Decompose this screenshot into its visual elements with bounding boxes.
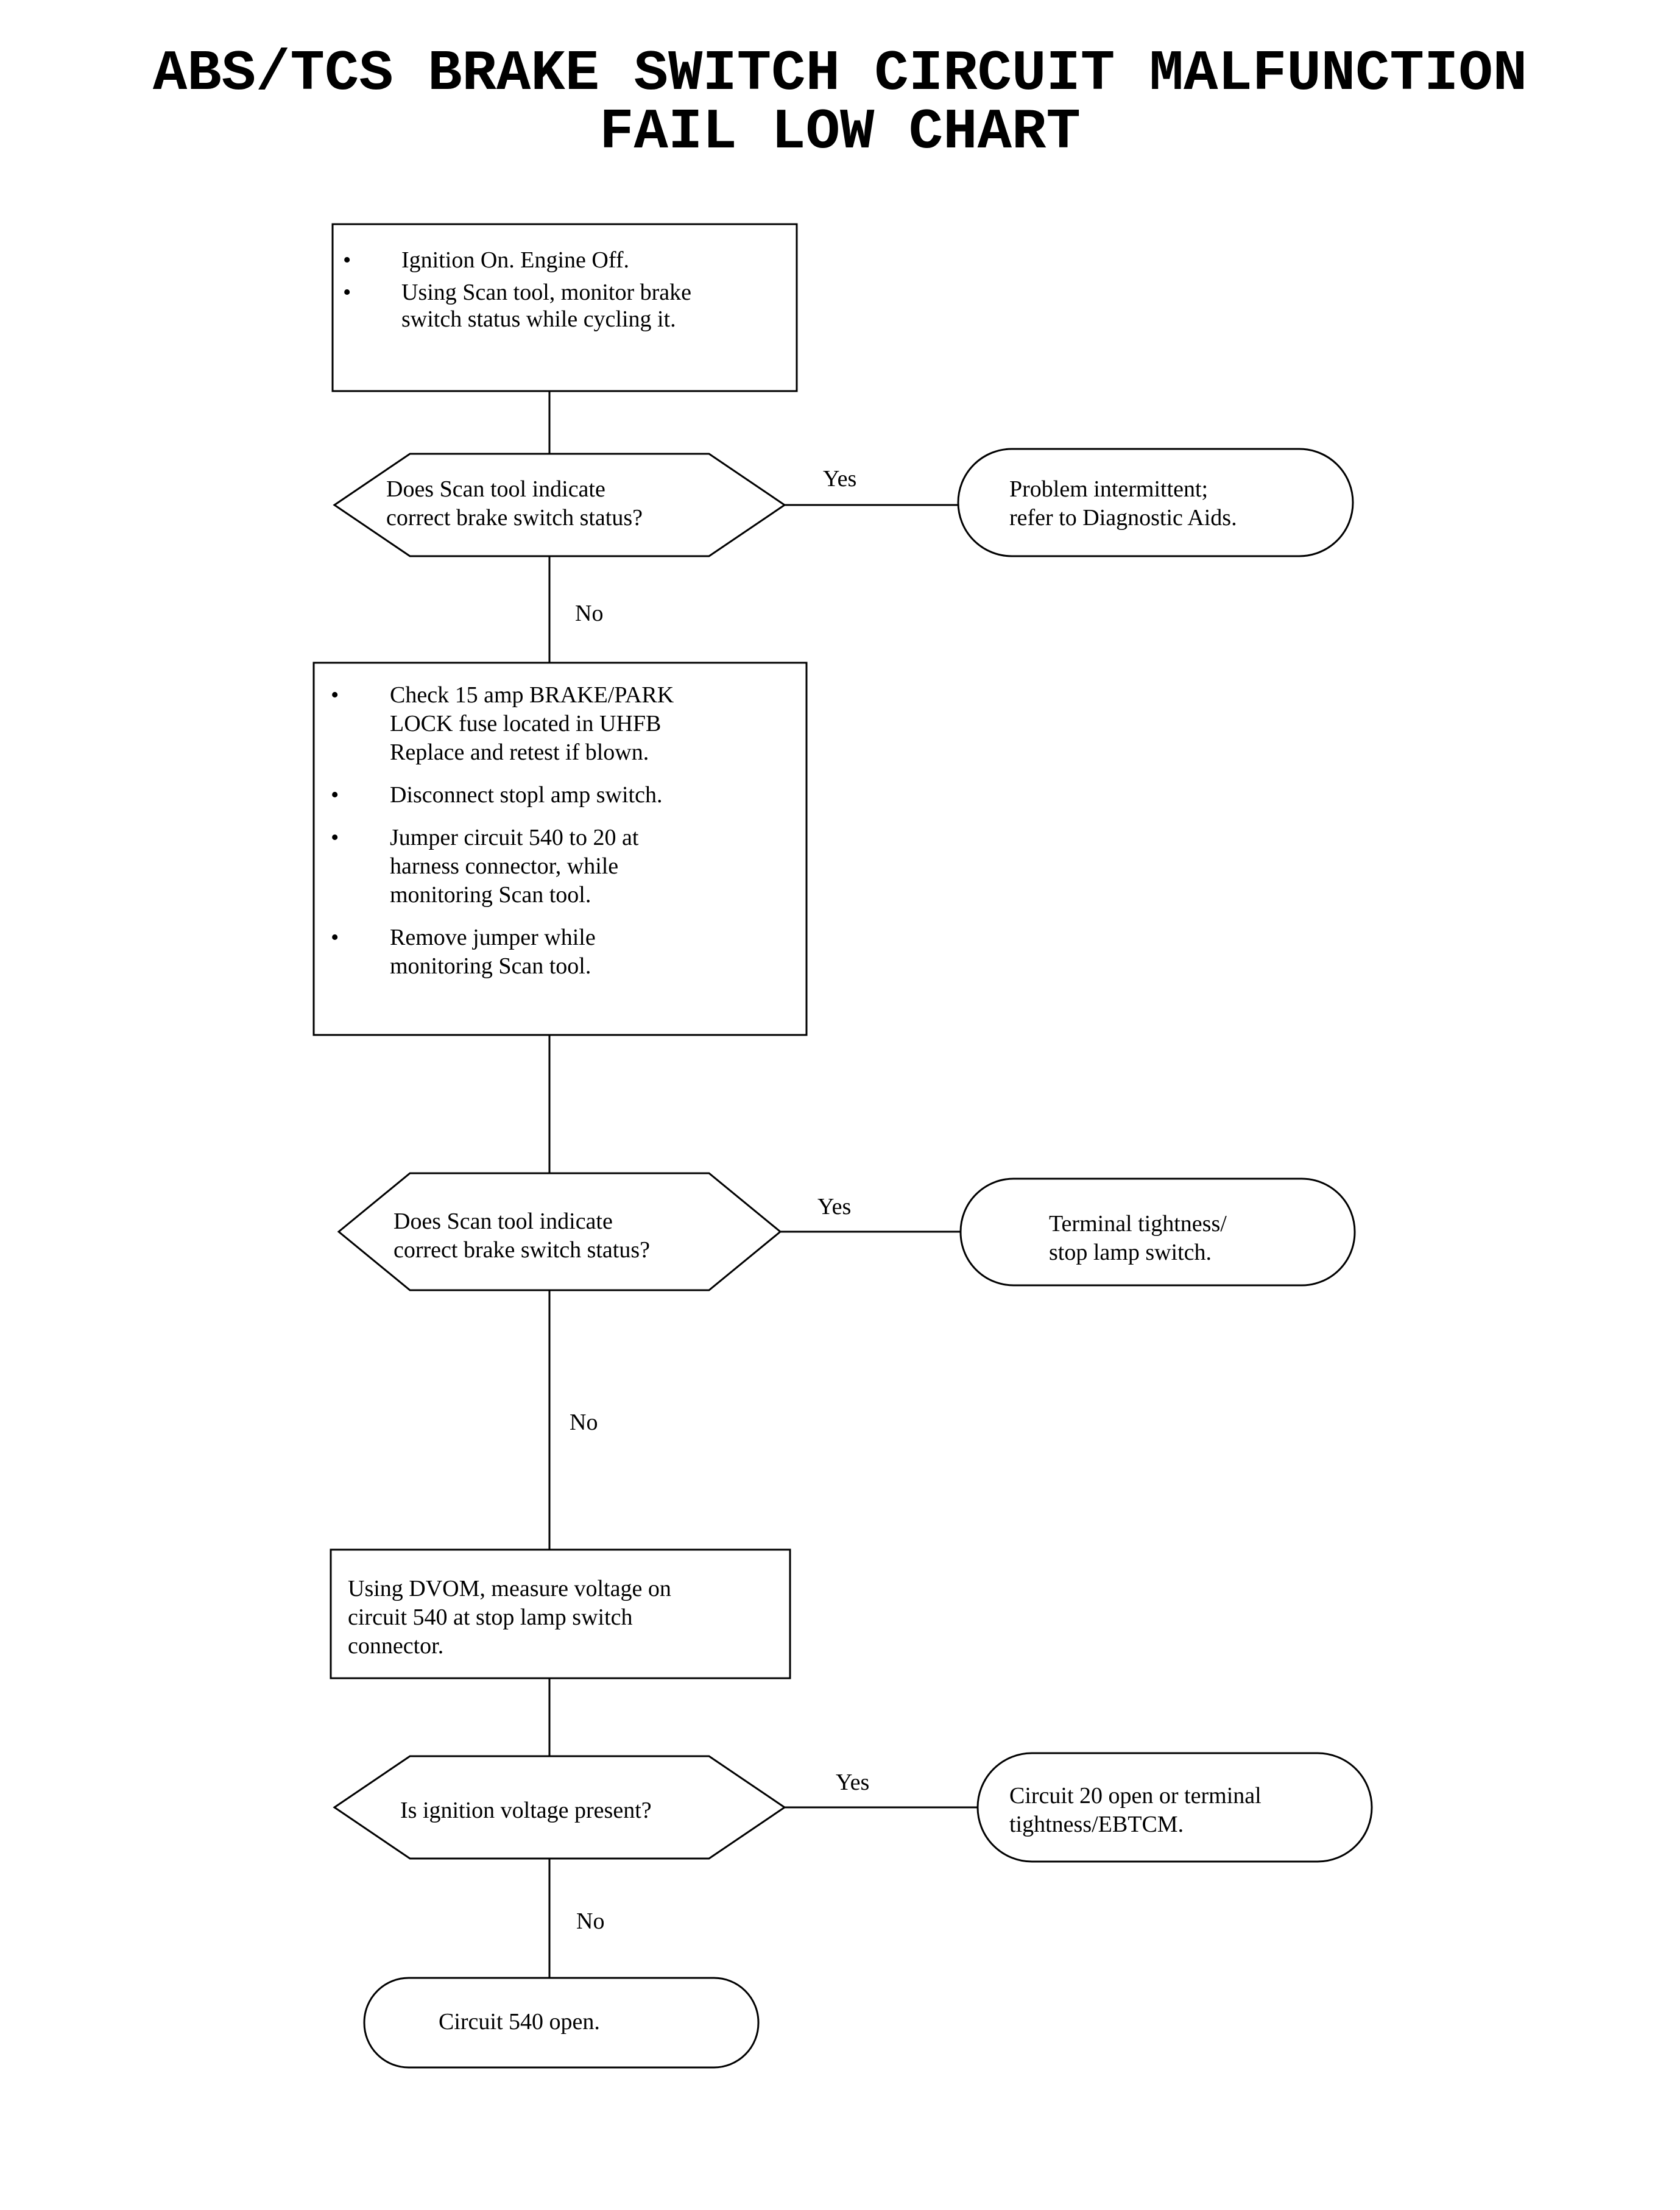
step2-item-line: Replace and retest if blown. (390, 740, 649, 765)
result4-terminal (363, 1977, 760, 2069)
decision3-line: Is ignition voltage present? (400, 1798, 652, 1823)
chart-title-line2: FAIL LOW CHART (599, 101, 1081, 165)
no-label-1: No (575, 601, 604, 626)
bullet-glyph: • (331, 682, 339, 708)
step3-line: circuit 540 at stop lamp switch (348, 1605, 633, 1630)
step1-item-line: Ignition On. Engine Off. (401, 247, 629, 273)
step3-box (330, 1548, 791, 1679)
yes-label-3: Yes (836, 1770, 870, 1795)
step2-item-line: harness connector, while (390, 853, 619, 879)
decision1-text: Does Scan tool indicate correct brake sw… (386, 475, 643, 532)
result1-line: refer to Diagnostic Aids. (1009, 505, 1237, 531)
yes-label-2: Yes (817, 1194, 852, 1220)
step2-item-line: monitoring Scan tool. (390, 882, 591, 908)
step3-line: Using DVOM, measure voltage on (348, 1576, 671, 1601)
no-label-3: No (576, 1908, 605, 1934)
result3-line: tightness/EBTCM. (1009, 1812, 1184, 1837)
step2-item: • Jumper circuit 540 to 20 at harness co… (331, 824, 674, 909)
step2-item: • Check 15 amp BRAKE/PARK LOCK fuse loca… (331, 681, 674, 767)
step2-text: • Check 15 amp BRAKE/PARK LOCK fuse loca… (331, 681, 674, 981)
decision2-text: Does Scan tool indicate correct brake sw… (394, 1207, 650, 1265)
decision1-line: correct brake switch status? (386, 505, 643, 531)
step1-box (331, 223, 798, 392)
step1-text: • Ignition On. Engine Off. • Using Scan … (343, 246, 691, 334)
step1-item-line: switch status while cycling it. (401, 306, 676, 332)
result2-line: stop lamp switch. (1049, 1240, 1212, 1265)
step2-item-line: Remove jumper while (390, 925, 596, 950)
result4-text: Circuit 540 open. (439, 2008, 600, 2036)
bullet-glyph: • (331, 825, 339, 850)
step2-item-line: Jumper circuit 540 to 20 at (390, 825, 639, 850)
result3-line: Circuit 20 open or terminal (1009, 1783, 1262, 1809)
result2-text: Terminal tightness/ stop lamp switch. (1049, 1210, 1227, 1267)
bullet-glyph: • (331, 925, 339, 950)
step3-line: connector. (348, 1633, 444, 1659)
step3-text: Using DVOM, measure voltage on circuit 5… (348, 1575, 671, 1661)
no-label-2: No (570, 1410, 598, 1435)
result2-line: Terminal tightness/ (1049, 1211, 1227, 1237)
step1-item: • Ignition On. Engine Off. (343, 246, 691, 275)
bullet-glyph: • (343, 247, 351, 273)
step1-item-line: Using Scan tool, monitor brake (401, 280, 691, 305)
result3-text: Circuit 20 open or terminal tightness/EB… (1009, 1782, 1262, 1839)
bullet-glyph: • (343, 280, 351, 305)
yes-label-1: Yes (823, 466, 857, 492)
step2-item: • Remove jumper while monitoring Scan to… (331, 923, 674, 981)
decision2-line: Does Scan tool indicate (394, 1209, 613, 1234)
decision1-line: Does Scan tool indicate (386, 476, 605, 502)
decision2-line: correct brake switch status? (394, 1237, 650, 1263)
step2-box (312, 662, 808, 1036)
step2-item-line: Disconnect stopl amp switch. (390, 782, 663, 808)
step2-item-line: LOCK fuse located in UHFB (390, 711, 662, 736)
result1-terminal (957, 448, 1354, 557)
step2-item: • Disconnect stopl amp switch. (331, 781, 674, 810)
result4-line: Circuit 540 open. (439, 2009, 600, 2035)
chart-title-line1: ABS/TCS BRAKE SWITCH CIRCUIT MALFUNCTION (152, 42, 1528, 107)
step2-item-line: monitoring Scan tool. (390, 953, 591, 979)
decision3-text: Is ignition voltage present? (400, 1796, 652, 1825)
step2-item-line: Check 15 amp BRAKE/PARK (390, 682, 674, 708)
result1-text: Problem intermittent; refer to Diagnosti… (1009, 475, 1237, 532)
result1-line: Problem intermittent; (1009, 476, 1209, 502)
step1-item: • Using Scan tool, monitor brake switch … (343, 278, 691, 334)
bullet-glyph: • (331, 782, 339, 808)
